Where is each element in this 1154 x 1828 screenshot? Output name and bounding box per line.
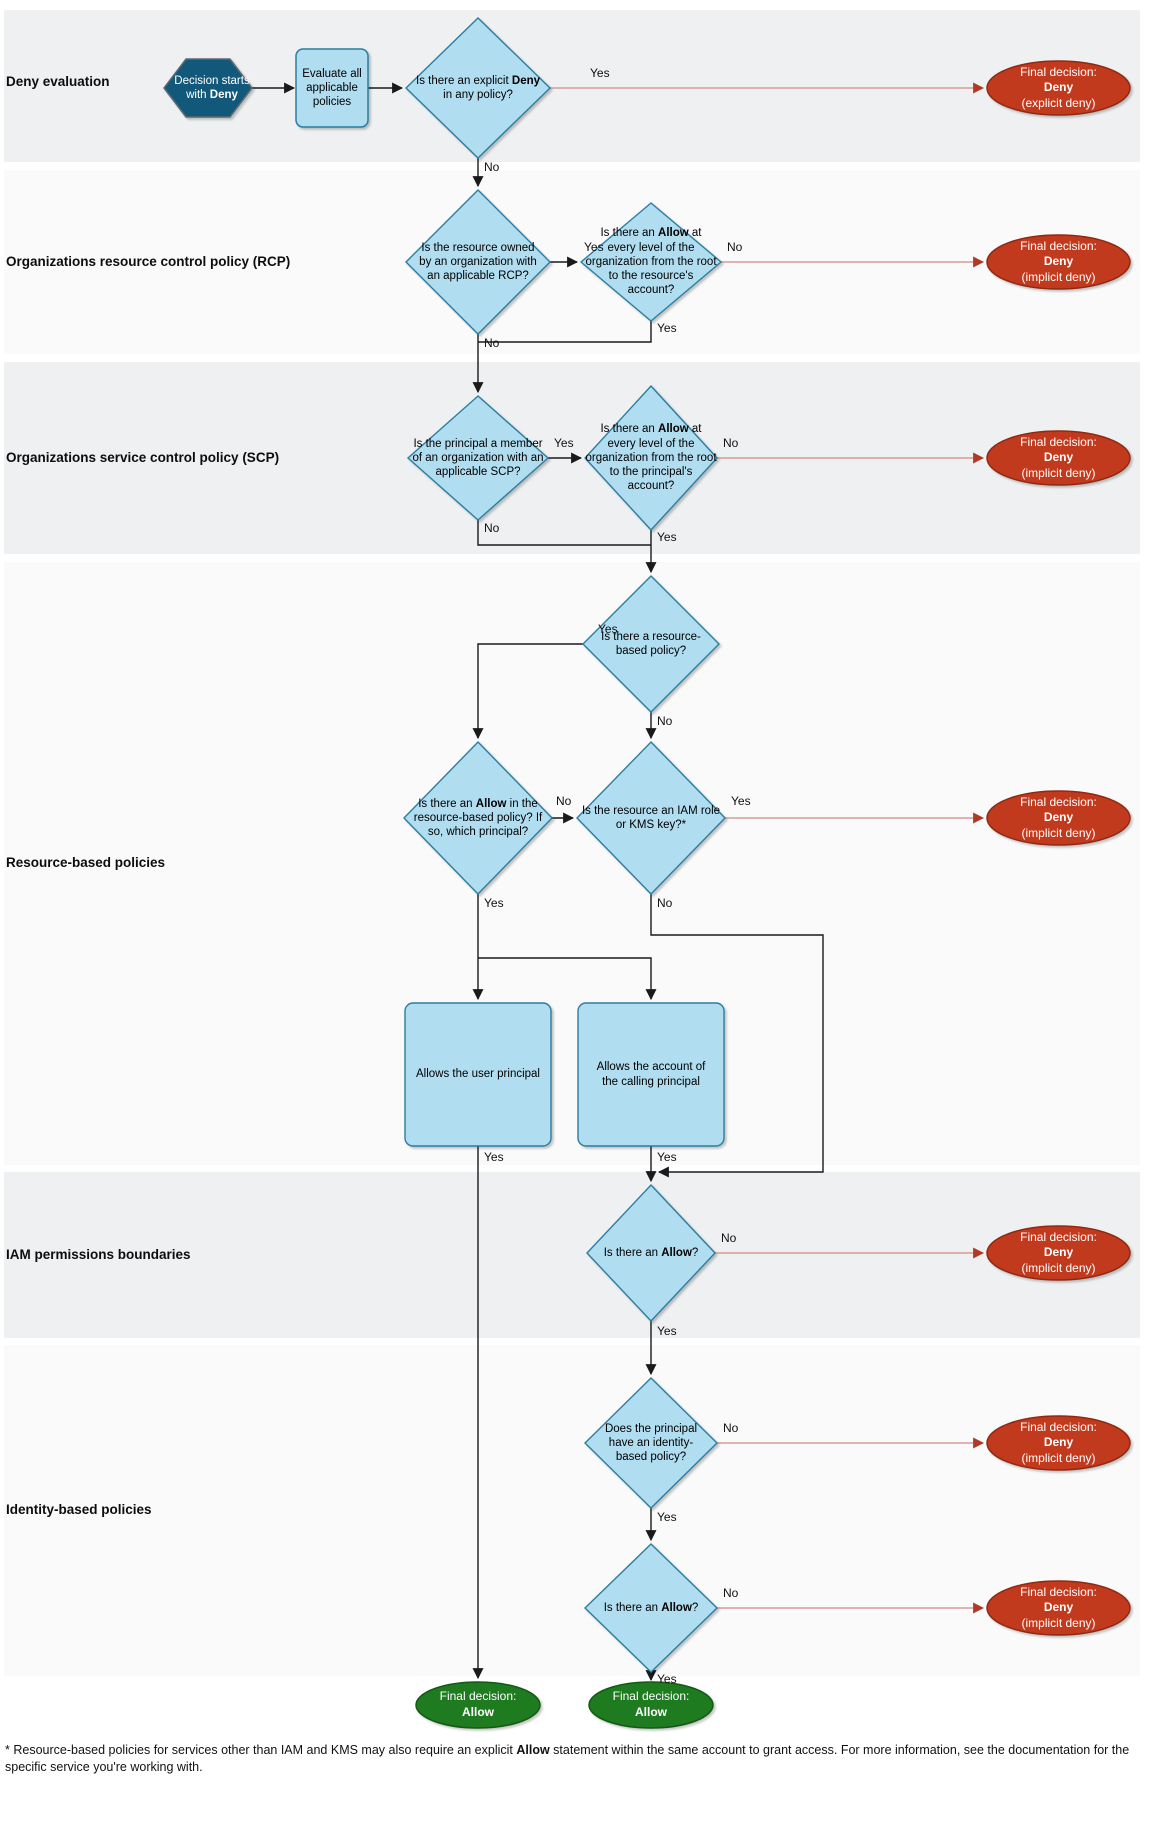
edge-label-no: No: [721, 1231, 737, 1245]
edge-label-no: No: [723, 1421, 739, 1435]
scp-applicable-question: Is the principal a member of an organiza…: [412, 437, 544, 479]
section-label-scp: Organizations service control policy (SC…: [6, 450, 280, 465]
scp-allow-question: Is there an Allow at every level of the …: [585, 423, 717, 493]
section-label-permissions-boundaries: IAM permissions boundaries: [6, 1247, 191, 1262]
terminal-allow-left-label: Final decision:Allow: [439, 1689, 517, 1719]
section-label-deny-evaluation: Deny evaluation: [6, 74, 110, 89]
edge-label-yes: Yes: [484, 896, 504, 910]
edge-label-no: No: [727, 240, 743, 254]
terminal-deny-implicit-pb-label: Final decision:Deny(implicit deny): [1020, 1229, 1097, 1275]
allows-user-principal-label: Allows the user principal: [415, 1068, 540, 1081]
edge-label-yes: Yes: [657, 1510, 677, 1524]
decision-diamond-rbp-exists: [582, 575, 720, 713]
terminal-deny-implicit-idp-label: Final decision:Deny(implicit deny): [1020, 1419, 1097, 1465]
section-band-resource-based: [4, 562, 1140, 1165]
edge-label-yes: Yes: [554, 436, 574, 450]
decision-diamond-rcp-allow: [579, 202, 723, 322]
terminal-deny-implicit-rbp-label: Final decision:Deny(implicit deny): [1020, 794, 1097, 840]
decision-diamond-rcp-applicable: [405, 189, 551, 335]
terminal-deny-implicit-rcp-label: Final decision:Deny(implicit deny): [1020, 238, 1097, 284]
section-label-resource-based: Resource-based policies: [6, 855, 166, 870]
section-label-rcp: Organizations resource control policy (R…: [6, 254, 291, 269]
decision-diamond-scp-applicable: [406, 395, 550, 521]
edge-label-yes: Yes: [590, 66, 610, 80]
edge-rbp-allow-yes-account: [478, 957, 657, 1001]
evaluate-policies-label: Evaluate all applicable policies: [302, 67, 362, 109]
terminal-allow-right: [588, 1681, 714, 1729]
edge-label-yes: Yes: [657, 1324, 677, 1338]
terminal-allow-right-label: Final decision:Allow: [612, 1689, 690, 1719]
terminal-deny-explicit-label: Final decision:Deny(explicit deny): [1020, 64, 1097, 110]
allows-account-box: [577, 1002, 725, 1147]
terminal-deny-implicit-rcp: [986, 234, 1131, 290]
section-band-identity-based: [4, 1345, 1140, 1676]
edge-label-yes: Yes: [657, 321, 677, 335]
pb-allow-question: Is there an Allow?: [603, 1246, 699, 1259]
edge-label-yes: Yes: [484, 1150, 504, 1164]
decision-diamond-idp-allow: [583, 1543, 719, 1673]
terminal-deny-implicit-idp: [986, 1415, 1131, 1471]
edge-label-no: No: [657, 714, 673, 728]
decision-diamond-rbp-allow: [403, 740, 553, 896]
edge-label-yes: Yes: [657, 530, 677, 544]
section-band-permissions-boundaries: [4, 1172, 1140, 1338]
decision-diamond-explicit-deny: [404, 17, 552, 159]
rcp-applicable-question: Is the resource owned by an organization…: [419, 241, 537, 283]
edge-iam-kms-no-bypass: [650, 894, 824, 1178]
decision-diamond-iam-kms: [576, 740, 726, 896]
terminal-deny-implicit-scp-label: Final decision:Deny(implicit deny): [1020, 434, 1097, 480]
edge-scp-no-join: [477, 520, 651, 546]
section-label-identity-based: Identity-based policies: [6, 1502, 152, 1517]
edge-label-no: No: [723, 1586, 739, 1600]
idp-exists-question: Does the principal have an identity-base…: [604, 1422, 698, 1464]
decision-diamond-pb-allow: [586, 1183, 716, 1323]
terminal-allow-left: [415, 1681, 541, 1729]
explicit-deny-question: Is there an explicit Deny in any policy?: [416, 74, 541, 101]
edge-rcp-allow-yes-join: [478, 321, 652, 343]
edge-label-no: No: [723, 436, 739, 450]
rbp-exists-question: Is there a resource-based policy?: [601, 630, 701, 657]
evaluate-policies-box: [295, 48, 369, 128]
terminal-deny-implicit-scp: [986, 430, 1131, 486]
start-hexagon: [163, 58, 253, 118]
edge-label-yes: Yes: [731, 794, 751, 808]
edge-label-yes: Yes: [584, 240, 604, 254]
decision-diamond-idp-exists: [584, 1377, 718, 1509]
edge-rbp-exists-yes: [472, 643, 583, 740]
terminal-deny-implicit-idp-allow: [986, 1580, 1131, 1636]
start-hexagon-label: Decision starts with Deny: [174, 74, 250, 101]
allows-user-principal-box: [404, 1002, 552, 1147]
edge-label-no: No: [484, 521, 500, 535]
rbp-allow-question: Is there an Allow in the resource-based …: [413, 797, 543, 839]
footnote: * Resource-based policies for services o…: [5, 1743, 1130, 1774]
idp-allow-question: Is there an Allow?: [603, 1601, 699, 1614]
terminal-deny-explicit: [986, 60, 1131, 116]
terminal-deny-implicit-rbp: [986, 790, 1131, 846]
edge-label-yes: Yes: [657, 1672, 677, 1686]
iam-kms-question: Is the resource an IAM role or KMS key?*: [581, 804, 721, 831]
edge-label-no: No: [657, 896, 673, 910]
edge-label-no: No: [484, 160, 500, 174]
allows-account-label: Allows the account of the calling princi…: [596, 1061, 706, 1088]
decision-diamond-scp-allow: [584, 384, 718, 532]
terminal-deny-implicit-idp-allow-label: Final decision:Deny(implicit deny): [1020, 1584, 1097, 1630]
edge-label-no: No: [484, 336, 500, 350]
rcp-allow-question: Is there an Allow at every level of the …: [585, 227, 717, 297]
terminal-deny-implicit-pb: [986, 1225, 1131, 1281]
edge-label-yes: Yes: [598, 622, 618, 636]
edge-label-no: No: [556, 794, 572, 808]
edge-label-yes: Yes: [657, 1150, 677, 1164]
